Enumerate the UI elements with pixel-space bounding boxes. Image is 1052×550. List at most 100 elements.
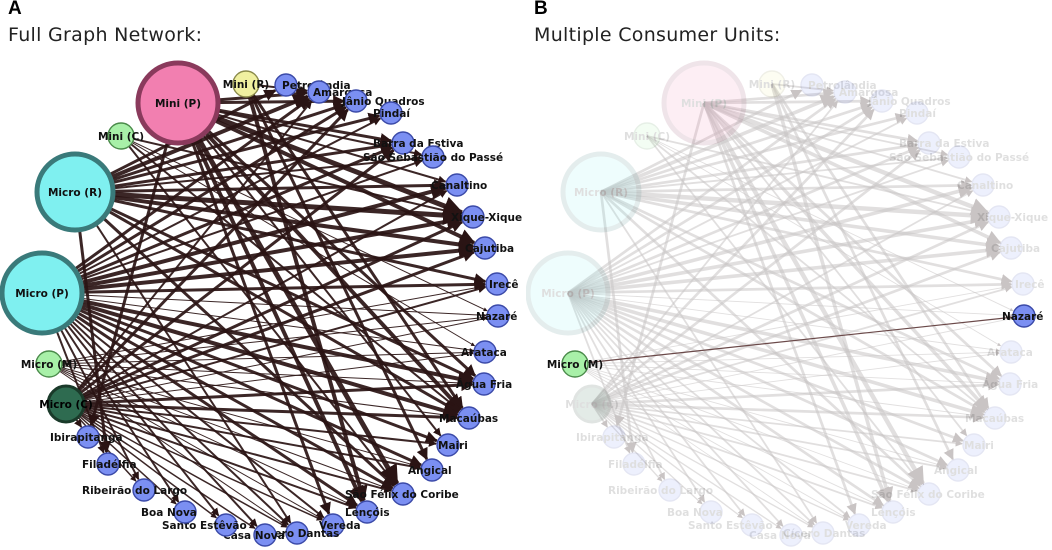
node-boanova[interactable]: Boa Nova — [667, 500, 723, 524]
node-circle — [214, 513, 238, 537]
node-label: Irecê — [1015, 279, 1045, 291]
node-circle — [946, 458, 970, 482]
node-micro_m[interactable]: Micro (M) — [547, 350, 603, 378]
edge-micro_c-estevao — [65, 403, 217, 519]
node-vereda[interactable]: Vereda — [319, 513, 361, 537]
edge-micro_p-mairi — [41, 291, 438, 443]
edge-micro_p-macaubas — [567, 291, 985, 418]
node-label: Mini (R) — [749, 79, 795, 91]
node-label: Angical — [934, 465, 978, 477]
node-label: Ibirapitanga — [50, 432, 123, 444]
node-micro_p[interactable]: Micro (P) — [526, 250, 611, 336]
node-coribe[interactable]: São Félix do Coribe — [871, 482, 985, 506]
node-circle — [602, 425, 626, 449]
node-nazare[interactable]: Nazaré — [476, 304, 517, 328]
node-circle — [436, 433, 460, 457]
panel-a: Mini (P)Mini (R) Mini (C)Micro (R) Micro (… — [0, 0, 522, 547]
node-circle — [971, 173, 995, 197]
node-cajutiba[interactable]: Cajutiba — [991, 236, 1040, 260]
edge-micro_r-rolandia — [600, 89, 803, 194]
node-mini_c[interactable]: Mini (C) — [624, 122, 670, 150]
node-aratuca[interactable]: Arataca — [461, 340, 507, 364]
node-irece[interactable]: Irecê — [1011, 272, 1045, 296]
node-aratuca[interactable]: Arataca — [987, 340, 1033, 364]
edge-micro_p-nazare — [41, 292, 487, 318]
edge-micro_p-xique — [41, 213, 463, 295]
node-label: Ribeirão do Largo — [82, 485, 187, 497]
node-pindai[interactable]: Pindaí — [373, 101, 411, 125]
node-dantas[interactable]: Cícero Dantas — [783, 521, 865, 545]
node-mini_r[interactable]: Mini (R) — [223, 70, 269, 98]
node-circle — [46, 384, 86, 424]
node-canaltino[interactable]: Canaltino — [957, 173, 1013, 197]
node-label: Cícero Dantas — [783, 528, 865, 540]
node-mairi[interactable]: Mairi — [436, 433, 468, 457]
node-label: Água Fria — [456, 378, 512, 391]
node-micro_m[interactable]: Micro (M) — [21, 350, 77, 378]
edge-micro_m-macaubas — [48, 363, 458, 418]
node-estiva[interactable]: Barra da Estiva — [373, 131, 463, 155]
node-macaubas[interactable]: Macaúbas — [965, 406, 1024, 430]
node-macaubas[interactable]: Macaúbas — [439, 406, 498, 430]
node-vereda[interactable]: Vereda — [845, 513, 887, 537]
node-casanova[interactable]: Casa Nova — [749, 523, 811, 547]
node-label: Cajutiba — [991, 243, 1040, 255]
edge-micro_m-lencois — [574, 363, 883, 508]
node-boanova[interactable]: Boa Nova — [141, 500, 197, 524]
node-casanova[interactable]: Casa Nova — [223, 523, 285, 547]
node-mini_c[interactable]: Mini (C) — [98, 122, 144, 150]
node-amargosa[interactable]: Amargosa — [833, 80, 898, 104]
node-lencois[interactable]: Lençóis — [871, 500, 916, 524]
node-ibirapita[interactable]: Ibirapitanga — [50, 425, 123, 449]
node-largo[interactable]: Ribeirão do Largo — [608, 478, 713, 502]
node-label: Ribeirão do Largo — [608, 485, 713, 497]
node-dantas[interactable]: Cícero Dantas — [257, 521, 339, 545]
node-aguafria[interactable]: Água Fria — [982, 372, 1038, 396]
edge-micro_p-canaltino — [41, 183, 447, 295]
node-circle — [274, 73, 298, 97]
node-pindai[interactable]: Pindaí — [899, 101, 937, 125]
node-ibirapita[interactable]: Ibirapitanga — [576, 425, 649, 449]
node-micro_p[interactable]: Micro (P) — [0, 250, 85, 336]
node-jq[interactable]: Jânio Quadros — [867, 89, 951, 113]
node-filadelfia[interactable]: Filadélfia — [608, 452, 663, 476]
node-circle — [473, 340, 497, 364]
node-mini_p[interactable]: Mini (P) — [135, 60, 221, 146]
node-mini_p[interactable]: Mini (P) — [661, 60, 747, 146]
edge-mini_c-nazare — [120, 135, 488, 312]
node-mairi[interactable]: Mairi — [962, 433, 994, 457]
node-micro_c[interactable]: Micro (C) — [39, 384, 93, 424]
node-filadelfia[interactable]: Filadélfia — [82, 452, 137, 476]
node-coribe[interactable]: São Félix do Coribe — [345, 482, 459, 506]
node-micro_c[interactable]: Micro (C) — [565, 384, 619, 424]
node-aguafria[interactable]: Água Fria — [456, 372, 512, 396]
edge-mini_c-xique — [646, 135, 989, 217]
node-irece[interactable]: Irecê — [485, 272, 519, 296]
node-largo[interactable]: Ribeirão do Largo — [82, 478, 187, 502]
node-passe[interactable]: São Sebastião do Passé — [363, 145, 503, 169]
node-canaltino[interactable]: Canaltino — [431, 173, 487, 197]
node-passe[interactable]: São Sebastião do Passé — [889, 145, 1029, 169]
edge-micro_r-jq — [74, 102, 346, 194]
node-xique[interactable]: Xique-Xique — [451, 205, 522, 229]
node-angical[interactable]: Angical — [408, 458, 452, 482]
node-lencois[interactable]: Lençóis — [345, 500, 390, 524]
node-xique[interactable]: Xique-Xique — [977, 205, 1048, 229]
node-angical[interactable]: Angical — [934, 458, 978, 482]
edge-micro_m-aguafria — [48, 363, 473, 386]
node-estiva[interactable]: Barra da Estiva — [899, 131, 989, 155]
node-mini_r[interactable]: Mini (R) — [749, 70, 795, 98]
node-amargosa[interactable]: Amargosa — [307, 80, 372, 104]
edge-micro_r-passe — [600, 155, 948, 193]
node-circle — [962, 433, 986, 457]
node-estevao[interactable]: Santo Estêvão — [688, 513, 773, 537]
node-nazare[interactable]: Nazaré — [1002, 304, 1043, 328]
node-rolandia[interactable]: Petrolândia — [800, 73, 877, 97]
edge-micro_m-aratuca — [574, 350, 1000, 365]
node-micro_r[interactable]: Micro (R) — [560, 151, 642, 233]
node-label: Lençóis — [345, 507, 390, 519]
node-micro_r[interactable]: Micro (R) — [34, 151, 116, 233]
node-jq[interactable]: Jânio Quadros — [341, 89, 425, 113]
node-cajutiba[interactable]: Cajutiba — [465, 236, 514, 260]
node-circle — [391, 131, 415, 155]
